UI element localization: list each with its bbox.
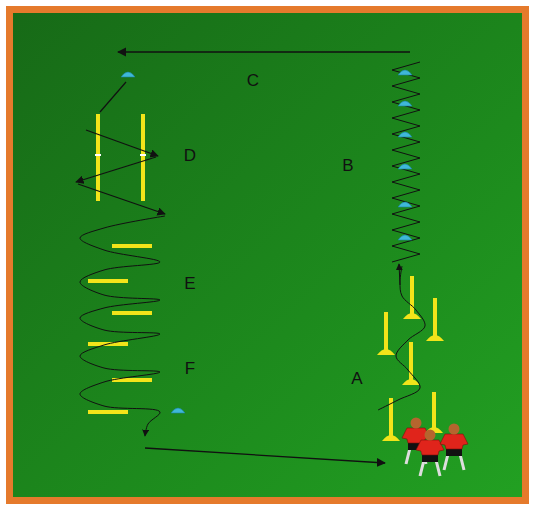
- weave-run: [378, 266, 425, 410]
- pole-base: [426, 335, 444, 341]
- station-letter: E: [184, 275, 195, 292]
- pole: [432, 392, 436, 430]
- pole-base: [377, 349, 395, 355]
- slalom-pole: [402, 342, 420, 385]
- player-legs: [444, 454, 464, 470]
- station-letter-box: D: [175, 143, 205, 167]
- player-legs: [420, 460, 440, 476]
- run-line: [76, 157, 156, 182]
- station-letter-box: E: [175, 271, 205, 295]
- slalom-pole: [382, 398, 400, 441]
- hurdles: [88, 246, 152, 412]
- cone: [398, 101, 412, 106]
- player-head: [449, 424, 460, 435]
- slalom-pole: [425, 392, 443, 433]
- zigzag-run: [392, 62, 420, 262]
- pole: [96, 114, 100, 201]
- cone: [398, 235, 412, 240]
- station-letter-box: C: [238, 68, 268, 92]
- player: [416, 430, 444, 477]
- crossing-runs: [76, 82, 165, 214]
- player-head: [425, 430, 436, 441]
- slalom-poles: [377, 276, 444, 441]
- hurdle: [88, 279, 128, 283]
- run-line: [100, 82, 126, 112]
- cone: [398, 132, 412, 137]
- hurdle: [112, 311, 152, 315]
- run-arrow: [118, 51, 410, 52]
- cone: [398, 202, 412, 207]
- cone: [121, 72, 135, 77]
- weave-paths: [80, 62, 425, 436]
- weave-run: [80, 216, 165, 436]
- pole-mark: [140, 154, 146, 156]
- run-arrow: [145, 448, 385, 463]
- players: [402, 418, 468, 477]
- hurdle: [88, 410, 128, 414]
- slalom-pole: [426, 298, 444, 341]
- player-head: [411, 418, 422, 429]
- player: [440, 424, 468, 471]
- station-letter-box: F: [175, 356, 205, 380]
- pole-base: [402, 379, 420, 385]
- player-shirt: [440, 434, 468, 449]
- station-letter: F: [185, 360, 195, 377]
- station-letter: B: [342, 157, 353, 174]
- station-letter: A: [351, 370, 362, 387]
- pole: [410, 276, 414, 316]
- pole: [141, 114, 145, 201]
- run-line: [86, 130, 158, 156]
- pole: [409, 342, 413, 382]
- station-letter-box: A: [342, 366, 372, 390]
- cone: [398, 70, 412, 75]
- pole-base: [403, 313, 421, 319]
- run-line: [78, 184, 165, 214]
- cone: [398, 164, 412, 169]
- orange-frame: [6, 6, 529, 504]
- cones: [121, 70, 412, 413]
- cone: [171, 408, 185, 413]
- slalom-pole: [377, 312, 395, 355]
- player-shirt: [416, 440, 444, 455]
- station-letter: C: [247, 72, 259, 89]
- hurdle: [112, 244, 152, 248]
- pole: [384, 312, 388, 352]
- station-letter: D: [184, 147, 196, 164]
- pole-grid: [95, 114, 146, 201]
- station-letter-box: B: [333, 153, 363, 177]
- pole: [433, 298, 437, 338]
- pole-base: [382, 435, 400, 441]
- pitch: [13, 13, 522, 497]
- pole-mark: [95, 154, 101, 156]
